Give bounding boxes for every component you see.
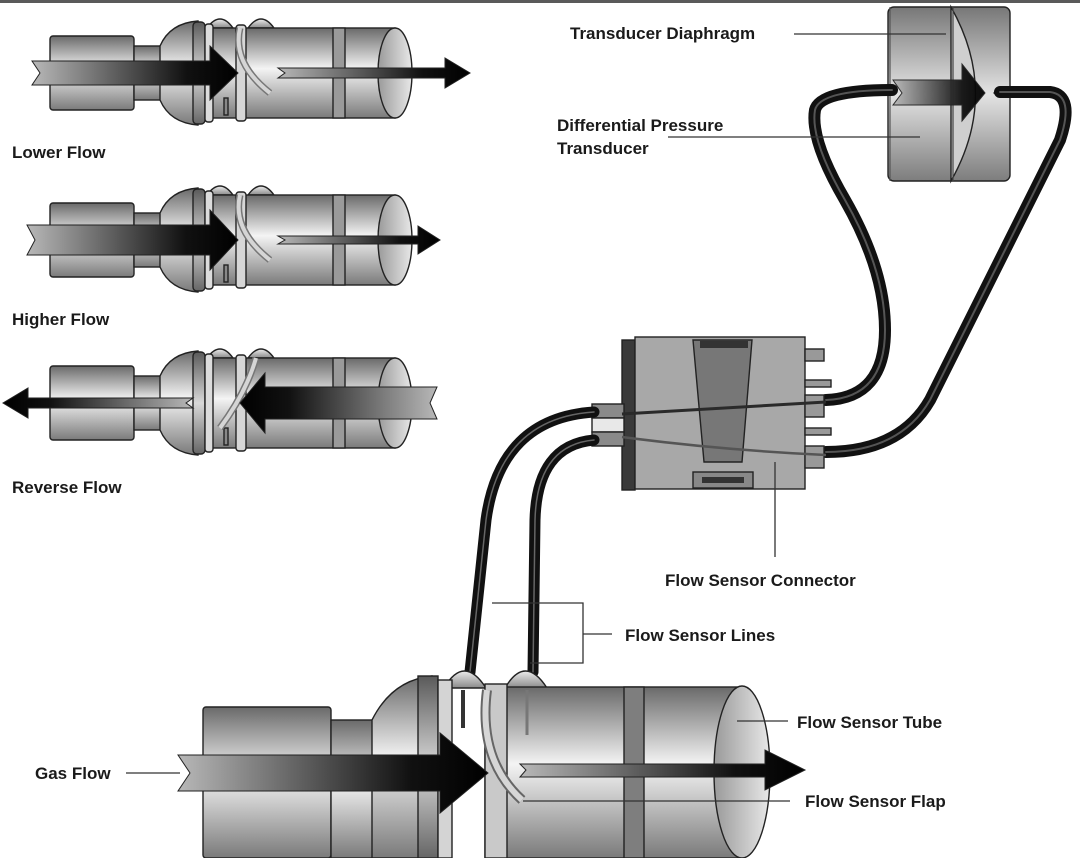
pressure-arrow	[892, 62, 986, 123]
label-differential-pressure-line2: Transducer	[557, 139, 649, 158]
leader-lines	[126, 33, 946, 802]
differential-pressure-transducer	[887, 4, 1011, 184]
label-lower-flow: Lower Flow	[12, 143, 106, 162]
gas-flow-arrow-in	[177, 731, 489, 815]
flow-arrow-in-reverse	[239, 371, 438, 435]
flow-arrow-out	[276, 57, 471, 89]
label-gas-flow: Gas Flow	[35, 764, 111, 783]
top-border	[0, 0, 1080, 3]
flow-arrow-out	[276, 225, 441, 255]
label-flow-sensor-flap: Flow Sensor Flap	[805, 792, 946, 811]
label-flow-sensor-lines: Flow Sensor Lines	[625, 626, 775, 645]
label-reverse-flow: Reverse Flow	[12, 478, 122, 497]
main-flow-sensor	[177, 670, 807, 858]
transducer-lines	[808, 84, 1072, 458]
sensor-higher-flow	[26, 185, 441, 293]
label-transducer-diaphragm: Transducer Diaphragm	[570, 24, 755, 43]
flow-arrow-in	[26, 208, 239, 272]
label-flow-sensor-connector: Flow Sensor Connector	[665, 571, 856, 590]
flow-sensor-lines	[464, 406, 600, 678]
label-differential-pressure-line1: Differential Pressure	[557, 116, 723, 135]
sensor-lower-flow	[31, 18, 471, 126]
label-higher-flow: Higher Flow	[12, 310, 110, 329]
flow-sensor-connector	[591, 336, 832, 491]
label-flow-sensor-tube: Flow Sensor Tube	[797, 713, 942, 732]
flow-arrow-in	[31, 44, 239, 102]
sensor-reverse-flow	[2, 348, 438, 456]
flow-arrow-out-reverse	[2, 387, 195, 419]
gas-flow-arrow-out	[518, 749, 807, 791]
